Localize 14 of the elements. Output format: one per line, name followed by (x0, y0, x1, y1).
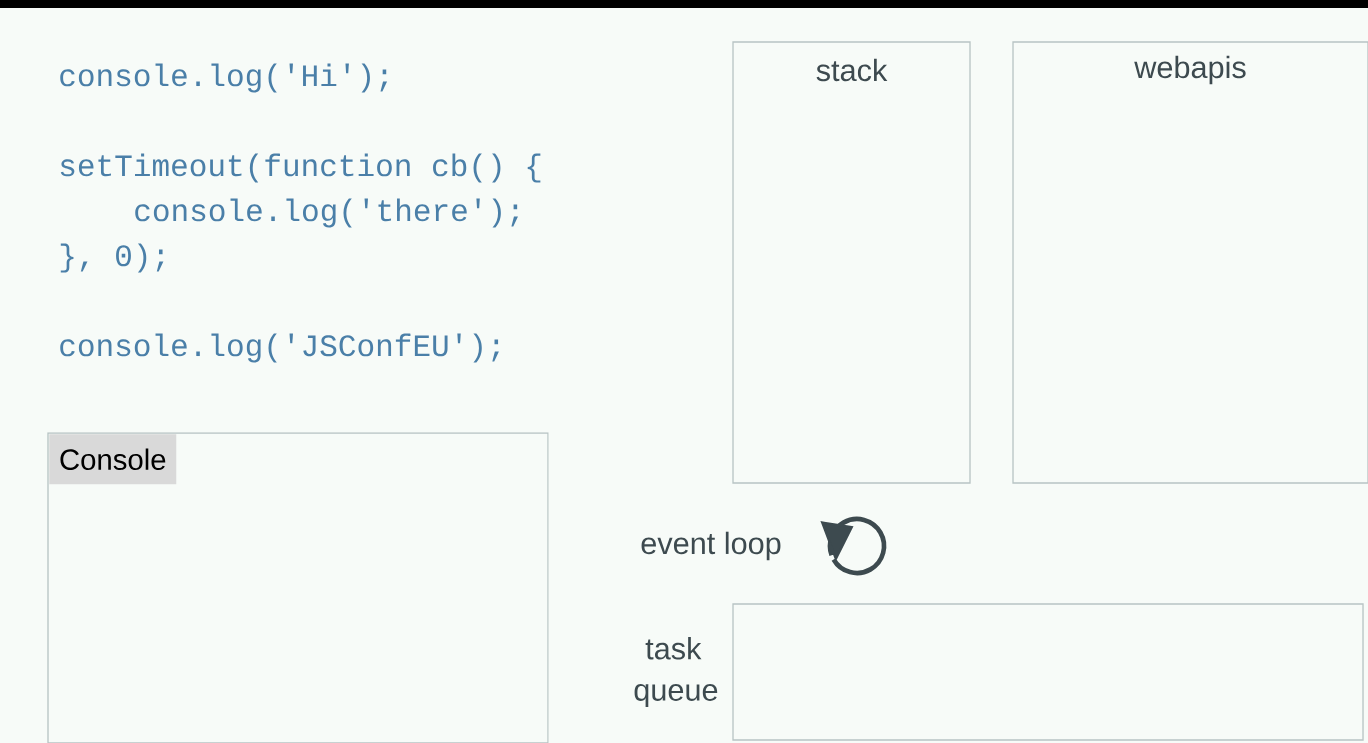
panel-title: stack (816, 58, 888, 82)
code-line: console.log('Hi'); (60, 63, 388, 93)
panel-heading: Console (49, 434, 177, 485)
panel-box (732, 41, 971, 484)
panel-box (732, 603, 1364, 741)
panel-label: task queue (634, 637, 718, 707)
panel-title: webapis (1134, 55, 1246, 85)
panel-box (47, 432, 549, 743)
panel-box (1012, 41, 1368, 484)
code-line: console.log('JSConfEU'); (60, 333, 499, 363)
code-line: console.log('there'); (135, 198, 518, 228)
loop-label: event loop (641, 531, 781, 561)
code-line: setTimeout(function cb() { (60, 153, 541, 183)
code-line: }, 0); (60, 243, 164, 273)
